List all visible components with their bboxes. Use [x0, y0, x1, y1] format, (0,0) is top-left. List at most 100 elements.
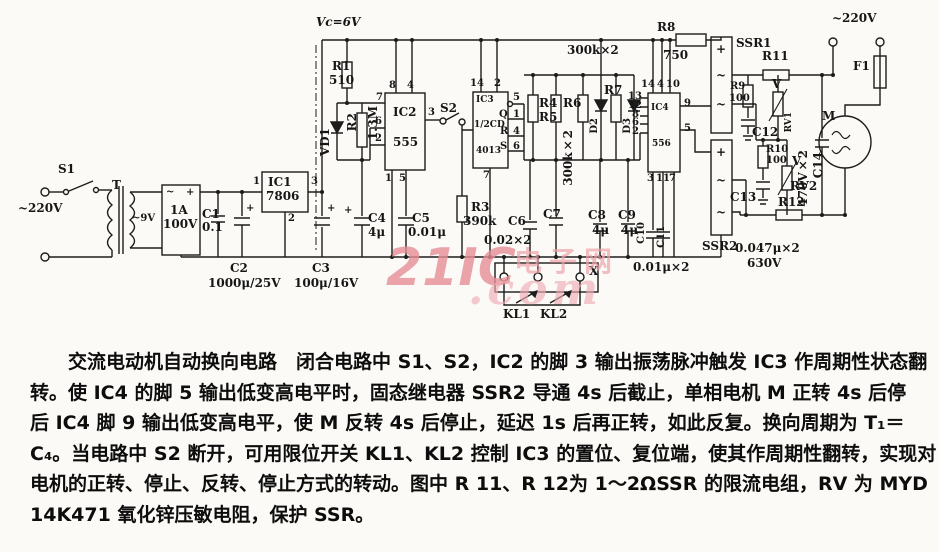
- c3-label: C3: [312, 261, 330, 275]
- wires: [40, 33, 887, 306]
- r11-label: R11: [762, 49, 789, 63]
- rv1-v-mark: V: [772, 77, 782, 91]
- c2-value: 1000μ/25V: [208, 276, 281, 290]
- r5-label: R5: [539, 110, 558, 124]
- vd1-label: VD1: [318, 128, 332, 157]
- f1-label: F1: [853, 59, 870, 73]
- s2-label: S2: [440, 101, 458, 115]
- ic1-pin-1: 1: [253, 176, 260, 187]
- ic4-pin-12: 12: [628, 100, 642, 111]
- ic3-pin-14: 14: [470, 78, 484, 89]
- ic4-pin-14: 14: [641, 79, 655, 90]
- ic4-pin-8: 8: [632, 109, 639, 120]
- ic1-pin-2: 2: [288, 213, 295, 224]
- schematic-svg: [40, 33, 887, 306]
- ssr2-label: SSR2: [702, 239, 738, 253]
- c2-label: C2: [230, 261, 248, 275]
- c1-label: C1: [202, 207, 220, 221]
- ic2-pin-1: 1: [385, 173, 392, 184]
- ic3-q-label: Q: [499, 109, 508, 120]
- caption-line-1-rest: 闭合电路中 S1、S2，IC2 的脚 3 输出振荡脉冲触发 IC3 作周期性状态…: [277, 351, 928, 373]
- ic3-pin-6: 6: [513, 141, 520, 152]
- ic4-pin-6: 6: [632, 117, 639, 128]
- ic3-pin-7: 7: [483, 170, 490, 181]
- ic4-pin-3: 3: [647, 173, 654, 184]
- r9-value: 100: [729, 93, 750, 104]
- caption-line-3: 后 IC4 脚 9 输出低变高电平，使 M 反转 4s 后停止，延迟 1s 后再…: [30, 412, 905, 434]
- c3-value: 100μ/16V: [294, 276, 359, 290]
- x-terminal-label: X: [589, 264, 599, 278]
- c8-value: 4μ: [592, 223, 610, 237]
- c3-plus-mark: +: [327, 203, 336, 214]
- c4-label: C4: [368, 211, 386, 225]
- bridge-plus-mark: +: [186, 187, 195, 198]
- kl2-label: KL2: [540, 307, 568, 321]
- ic3-pin-1: 1: [513, 109, 520, 120]
- c5-value: 0.01μ: [408, 225, 447, 239]
- ic2-pin-7: 7: [376, 92, 383, 103]
- s1-label: S1: [58, 162, 76, 176]
- ic1-label: IC1: [268, 175, 292, 189]
- junction-dots: [216, 38, 847, 259]
- c12-c13-voltage: 630V: [747, 256, 782, 270]
- c9-label: C9: [618, 208, 636, 222]
- caption-title: 交流电动机自动换向电路: [68, 351, 278, 373]
- bridge-ac-mark: ~: [166, 187, 175, 198]
- ssr2-plus-mark: +: [716, 145, 727, 159]
- ssr2-ac-mark-1: ~: [716, 173, 727, 187]
- r1-value: 510: [329, 73, 355, 87]
- r2-label: R2: [345, 113, 359, 132]
- r1-label: R1: [332, 59, 351, 73]
- ic4-pin-11: 11: [656, 173, 670, 184]
- ic4-pin-9: 9: [684, 98, 691, 109]
- c6-label: C6: [508, 214, 526, 228]
- c1-value: 0.1: [202, 220, 223, 234]
- ic3-label: IC3: [476, 95, 494, 105]
- ic2-pin-4: 4: [407, 80, 414, 91]
- r4-r5-value: 300k×2: [561, 130, 575, 186]
- r8-label: R8: [657, 20, 676, 34]
- ic2-pin-8: 8: [389, 80, 396, 91]
- r8-value: 750: [663, 48, 689, 62]
- ac-in-label: ~220V: [18, 201, 63, 215]
- bridge-current-label: 1A: [170, 203, 188, 217]
- c12-label: C12: [752, 125, 779, 139]
- ic3-s-label: S: [500, 141, 508, 152]
- ic4-pin-10: 10: [666, 79, 680, 90]
- ic3-pin-4: 4: [513, 126, 520, 137]
- caption-line-5: 电机的正转、停止、反转、停止方式的转动。图中 R 11、R 12为 1～2ΩSS…: [30, 473, 928, 495]
- c12-c13-value: 0.047μ×2: [735, 241, 800, 255]
- c7-label: C7: [543, 207, 561, 221]
- c4-plus-mark: +: [344, 205, 353, 216]
- vcc-label: Vc=6V: [316, 15, 361, 29]
- ic2-pin-5: 5: [399, 173, 406, 184]
- ic3-pin-5: 5: [513, 92, 520, 103]
- ic4-pin-2: 2: [632, 126, 639, 137]
- r7-label: R7: [604, 83, 623, 97]
- ac-out-label: ~220V: [832, 11, 877, 25]
- ic3-r-label: R: [500, 126, 509, 137]
- ic4-pin-4: 4: [657, 79, 664, 90]
- c5-label: C5: [412, 211, 430, 225]
- ssr1-label: SSR1: [736, 36, 772, 50]
- bridge-voltage-label: 100V: [163, 217, 198, 231]
- ic2-label: IC2: [393, 105, 417, 119]
- c9-value: 4μ: [621, 223, 639, 237]
- ic4-label: IC4: [651, 103, 669, 113]
- transformer-label: T: [112, 178, 121, 192]
- ssr1-ac-mark-2: ~: [716, 97, 727, 111]
- c10-c11-value: 0.01μ×2: [633, 260, 690, 274]
- c6-value: 0.02×2: [484, 233, 532, 247]
- r3-value: 390k: [463, 214, 497, 228]
- ssr2-ac-mark-2: ~: [716, 205, 727, 219]
- r6-r7-value: 300k×2: [567, 43, 619, 57]
- motor-label: M: [822, 109, 836, 123]
- ic2-pin-3: 3: [428, 107, 435, 118]
- ic1-pin-3: 3: [311, 176, 318, 187]
- caption-line-6: 14K471 氧化锌压敏电阻，保护 SSR。: [30, 503, 375, 526]
- ic4-pin-13: 13: [628, 91, 642, 102]
- r3-label: R3: [471, 200, 490, 214]
- caption-line-4: C₄。当电路中 S2 断开，可用限位开关 KL1、KL2 控制 IC3 的置位、…: [30, 442, 937, 465]
- c14-label: C14: [811, 152, 825, 179]
- ic4-pin-5: 5: [684, 123, 691, 134]
